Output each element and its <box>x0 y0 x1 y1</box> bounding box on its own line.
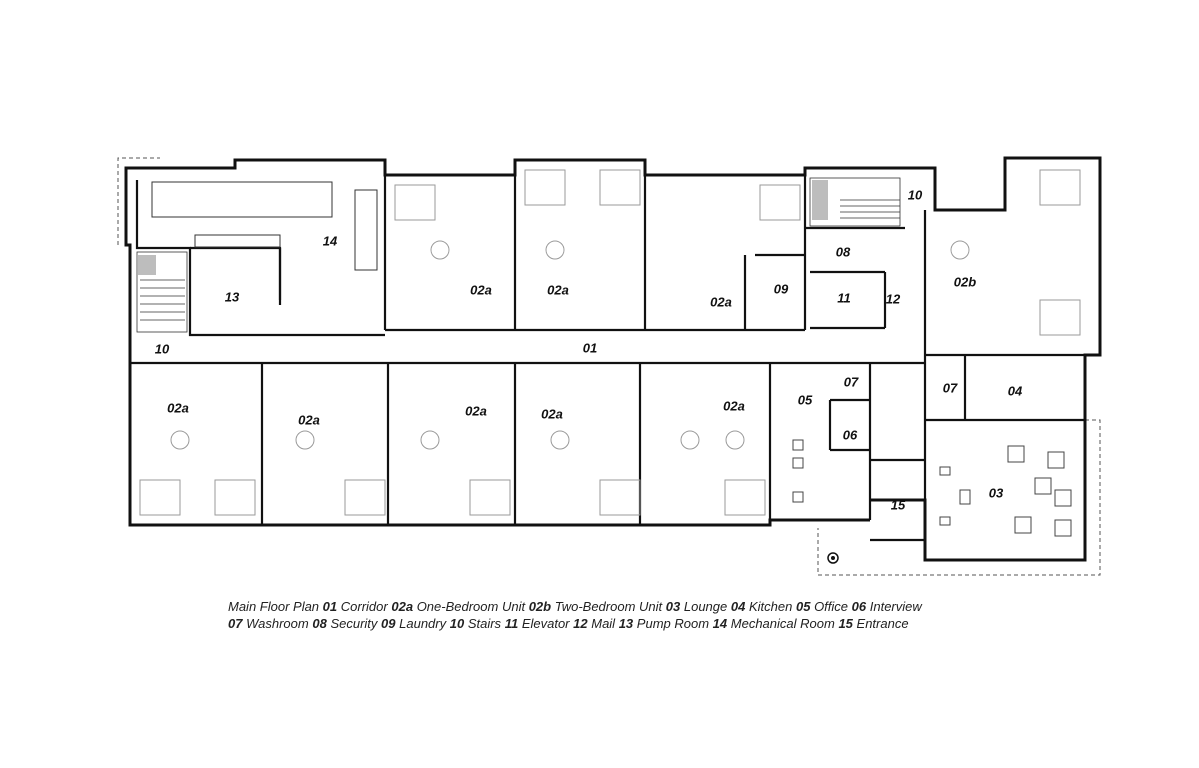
legend-entry: 09 Laundry <box>381 616 446 631</box>
legend-line-2: 07 Washroom 08 Security 09 Laundry 10 St… <box>228 615 1088 632</box>
legend-code: 08 <box>312 616 327 631</box>
stair-fill <box>138 255 156 275</box>
room-label: 02a <box>710 294 732 309</box>
legend-entry: 02a One-Bedroom Unit <box>391 599 525 614</box>
legend-name: Mail <box>591 616 616 631</box>
lounge-furniture <box>792 439 1072 537</box>
room-label: 02a <box>541 406 563 421</box>
room-label: 05 <box>798 392 813 407</box>
room-label: 03 <box>989 485 1004 500</box>
legend-entry: 01 Corridor <box>323 599 388 614</box>
legend-entry: 15 Entrance <box>838 616 908 631</box>
exterior-walls <box>124 156 1102 562</box>
legend-entry: 12 Mail <box>573 616 615 631</box>
room-label: 13 <box>225 289 240 304</box>
legend-name: Pump Room <box>636 616 710 631</box>
room-label: 09 <box>774 281 789 296</box>
legend-entry: 07 Washroom <box>228 616 309 631</box>
legend-name: Two-Bedroom Unit <box>554 599 663 614</box>
legend-entry: 10 Stairs <box>450 616 501 631</box>
room-label: 02a <box>167 400 189 415</box>
legend-name: Main Floor Plan <box>228 599 320 614</box>
room-label: 02a <box>298 412 320 427</box>
legend-name: Kitchen <box>748 599 793 614</box>
room-label: 10 <box>155 341 170 356</box>
furniture <box>139 169 1081 516</box>
legend-entry: 11 Elevator <box>505 616 570 631</box>
mechanical-equipment <box>151 181 378 271</box>
room-label: 01 <box>583 340 597 355</box>
legend-code: 01 <box>322 599 338 614</box>
room-label: 07 <box>943 380 958 395</box>
legend-code: 07 <box>228 616 243 631</box>
legend-name: Corridor <box>340 599 388 614</box>
legend-entry: 05 Office <box>796 599 848 614</box>
legend-name: Security <box>330 616 378 631</box>
legend-code: 06 <box>851 599 867 614</box>
legend-entry: 13 Pump Room <box>619 616 709 631</box>
legend-entry: Main Floor Plan <box>228 599 319 614</box>
room-label: 02a <box>470 282 492 297</box>
legend-entry: 08 Security <box>312 616 377 631</box>
legend-code: 11 <box>504 616 519 631</box>
legend-name: Interview <box>869 599 922 614</box>
legend-name: One-Bedroom Unit <box>416 599 526 614</box>
legend-code: 12 <box>573 616 588 631</box>
legend-code: 14 <box>712 616 728 631</box>
legend-line-1: Main Floor Plan 01 Corridor 02a One-Bedr… <box>228 598 1088 615</box>
legend-name: Laundry <box>399 616 447 631</box>
legend-code: 13 <box>618 616 634 631</box>
room-label: 14 <box>323 233 338 248</box>
stairs-hatching <box>136 177 901 333</box>
room-label: 02a <box>465 403 487 418</box>
legend-code: 04 <box>730 599 746 614</box>
site-marker-icon <box>827 552 839 564</box>
legend-entry: 14 Mechanical Room <box>713 616 835 631</box>
stair-fill <box>812 180 828 220</box>
legend-entry: 04 Kitchen <box>731 599 792 614</box>
legend-code: 03 <box>665 599 681 614</box>
legend-code: 02a <box>391 599 414 614</box>
legend-code: 02b <box>528 599 552 614</box>
legend-entry: 06 Interview <box>852 599 922 614</box>
interior-walls <box>130 160 1100 560</box>
legend-name: Elevator <box>521 616 570 631</box>
legend-code: 15 <box>838 616 853 631</box>
room-label: 02a <box>547 282 569 297</box>
legend-entry: 03 Lounge <box>666 599 727 614</box>
site-boundary <box>117 157 1101 576</box>
legend-name: Office <box>814 599 849 614</box>
legend-code: 10 <box>449 616 465 631</box>
room-label: 04 <box>1008 383 1023 398</box>
room-label: 07 <box>844 374 859 389</box>
legend-name: Stairs <box>467 616 502 631</box>
room-label: 08 <box>836 244 851 259</box>
room-label: 02b <box>954 274 976 289</box>
room-label: 12 <box>886 291 901 306</box>
legend-code: 05 <box>795 599 811 614</box>
room-label: 10 <box>908 187 923 202</box>
room-labels: 14 13 10 10 02a 02a 02a 09 08 11 12 02b … <box>155 187 1023 512</box>
legend-name: Lounge <box>683 599 728 614</box>
legend-code: 09 <box>381 616 396 631</box>
site-marker-icon <box>831 556 835 560</box>
room-label: 06 <box>843 427 858 442</box>
plan-legend: Main Floor Plan 01 Corridor 02a One-Bedr… <box>228 598 1088 632</box>
legend-name: Entrance <box>856 616 909 631</box>
room-label: 02a <box>723 398 745 413</box>
legend-name: Washroom <box>246 616 309 631</box>
room-label: 11 <box>837 290 851 305</box>
legend-name: Mechanical Room <box>730 616 835 631</box>
room-label: 15 <box>891 497 906 512</box>
legend-entry: 02b Two-Bedroom Unit <box>529 599 662 614</box>
